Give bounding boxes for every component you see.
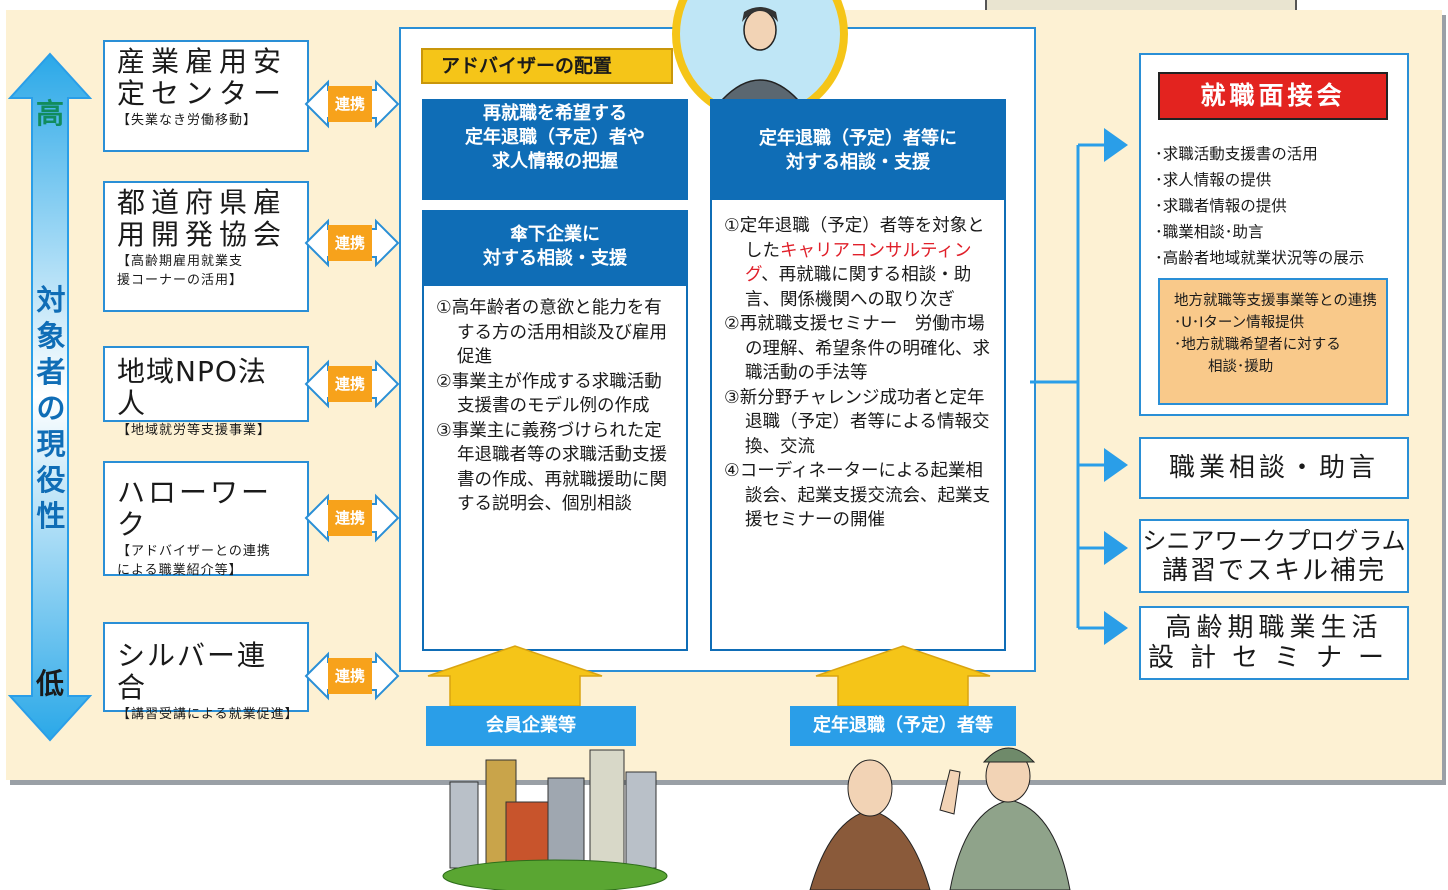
list-item: ①定年退職（予定）者等を対象としたキャリアコンサルティング、再就職に関する相談・…	[724, 214, 992, 312]
list-item: ②事業主が作成する求職活動支援書のモデル例の作成	[436, 371, 662, 417]
axis-high-label: 高	[35, 97, 64, 130]
org-box-silver[interactable]: シルバー連合 【講習受講による就業促進】	[103, 622, 309, 722]
org-box-npo[interactable]: 地域NPO法人 【地域就労等支援事業】	[103, 346, 309, 438]
org-box-industry-employment-center[interactable]: 産業雇用安 定センター 【失業なき労働移動】	[103, 40, 309, 152]
org-title: 都道府県雇	[117, 186, 288, 219]
header-line: 定年退職（予定）者や	[465, 127, 645, 148]
subsidiary-support-list: ①高年齢者の意欲と能力を有する方の活用相談及び雇用促進 ②事業主が作成する求職活…	[422, 286, 688, 651]
org-box-hello-work[interactable]: ハローワーク 【アドバイザーとの連携 による職業紹介等】	[103, 461, 309, 578]
career-life-seminar-box[interactable]: 高齢期職業生活 設計セミナー	[1139, 606, 1409, 680]
header-retiree-support: 定年退職（予定）者等に 対する相談・支援	[710, 99, 1006, 200]
career-life-seminar-line2: 設計セミナー	[1147, 643, 1400, 673]
regional-item: ･U･Iターン情報提供	[1174, 315, 1305, 331]
header-line: 再就職を希望する	[483, 103, 627, 124]
retirees-label: 定年退職（予定）者等	[790, 706, 1016, 746]
org-box-prefecture-association[interactable]: 都道府県雇 用開発協会 【高齢期雇用就業支 援コーナーの活用】	[103, 181, 309, 312]
job-interview-fair-box[interactable]: 就職面接会 ･求職活動支援書の活用 ･求人情報の提供 ･求職者情報の提供 ･職業…	[1139, 53, 1409, 416]
regional-item: 地方就職等支援事業等との連携	[1174, 293, 1377, 309]
header-job-seeker-info: 再就職を希望する 定年退職（予定）者や 求人情報の把握	[422, 99, 688, 200]
career-consulting-highlight: キャリアコンサルティング	[745, 240, 972, 286]
header-line: 対する相談・支援	[786, 152, 930, 173]
org-subtitle: 【地域就労等支援事業】	[117, 423, 272, 438]
branch-arrows	[1030, 128, 1128, 645]
upward-arrows	[427, 645, 991, 707]
job-interview-fair-title: 就職面接会	[1158, 72, 1388, 120]
list-item-text: 、再就職に関する相談・助言、関係機関への取り次ぎ	[745, 265, 972, 310]
org-subtitle: による職業紹介等】	[117, 563, 243, 578]
advisor-placement-tag: アドバイザーの配置	[421, 48, 673, 84]
org-subtitle: 【高齢期雇用就業支	[117, 254, 244, 269]
career-counseling-box[interactable]: 職業相談・助言	[1139, 437, 1409, 499]
interview-item: ･高齢者地域就業状況等の展示	[1155, 249, 1365, 267]
vertical-double-arrow	[8, 52, 92, 742]
interview-item: ･求職活動支援書の活用	[1155, 145, 1318, 163]
list-item: ④コーディネーターによる起業相談会、起業支援交流会、起業支援セミナーの開催	[724, 461, 990, 530]
link-label: 連携	[328, 658, 372, 694]
career-life-seminar-line1: 高齢期職業生活	[1165, 613, 1383, 643]
axis-title: 対象者の現役性	[36, 283, 66, 533]
org-title: 定センター	[117, 77, 288, 110]
link-label: 連携	[328, 366, 372, 402]
people-illustration	[809, 747, 1071, 890]
senior-work-program-line1: シニアワークプログラム	[1142, 527, 1406, 555]
header-line: 傘下企業に	[510, 224, 600, 245]
org-title: 地域NPO法人	[117, 355, 267, 420]
header-line: 対する相談・支援	[483, 248, 627, 269]
list-item-text: ①定年退職（予定）者等を対象とした	[724, 216, 985, 261]
org-subtitle: 【失業なき労働移動】	[117, 113, 258, 128]
interview-item: ･職業相談･助言	[1155, 223, 1264, 241]
link-label: 連携	[328, 86, 372, 122]
org-title: シルバー連合	[117, 639, 268, 704]
link-label: 連携	[328, 225, 372, 261]
senior-work-program-line2: 講習でスキル補完	[1161, 556, 1386, 586]
org-subtitle: 【アドバイザーとの連携	[117, 544, 271, 559]
member-companies-label: 会員企業等	[426, 706, 636, 746]
header-subsidiary-support: 傘下企業に 対する相談・支援	[422, 210, 688, 286]
regional-support-box: 地方就職等支援事業等との連携 ･U･Iターン情報提供 ･地方就職希望者に対する …	[1158, 278, 1388, 405]
org-title: 用開発協会	[117, 218, 288, 251]
list-item: ③事業主に義務づけられた定年退職者等の求職活動支援書の作成、再就職援助に関する説…	[436, 420, 667, 515]
retiree-support-list: ①定年退職（予定）者等を対象としたキャリアコンサルティング、再就職に関する相談・…	[710, 200, 1006, 651]
city-buildings-illustration	[442, 749, 668, 890]
list-item: ②再就職支援セミナー 労働市場の理解、希望条件の明確化、求職活動の手法等	[724, 314, 990, 383]
header-line: 求人情報の把握	[492, 151, 618, 172]
header-line: 定年退職（予定）者等に	[759, 128, 957, 149]
senior-work-program-box[interactable]: シニアワークプログラム 講習でスキル補完	[1139, 519, 1409, 593]
org-title: ハローワーク	[117, 476, 273, 541]
link-label: 連携	[328, 500, 372, 536]
regional-item: ･地方就職希望者に対する	[1174, 337, 1341, 353]
career-counseling-label: 職業相談・助言	[1168, 453, 1379, 483]
list-item: ③新分野チャレンジ成功者と定年退職（予定）者等による情報交換、交流	[724, 387, 990, 457]
org-subtitle: 援コーナーの活用】	[117, 273, 244, 288]
axis-low-label: 低	[35, 667, 64, 700]
interview-item: ･求人情報の提供	[1155, 171, 1272, 189]
interview-item: ･求職者情報の提供	[1155, 197, 1287, 215]
org-title: 産業雇用安	[117, 45, 288, 78]
list-item: ①高年齢者の意欲と能力を有する方の活用相談及び雇用促進	[436, 298, 667, 367]
regional-item: 相談･援助	[1208, 359, 1274, 375]
org-subtitle: 【講習受講による就業促進】	[117, 707, 299, 722]
